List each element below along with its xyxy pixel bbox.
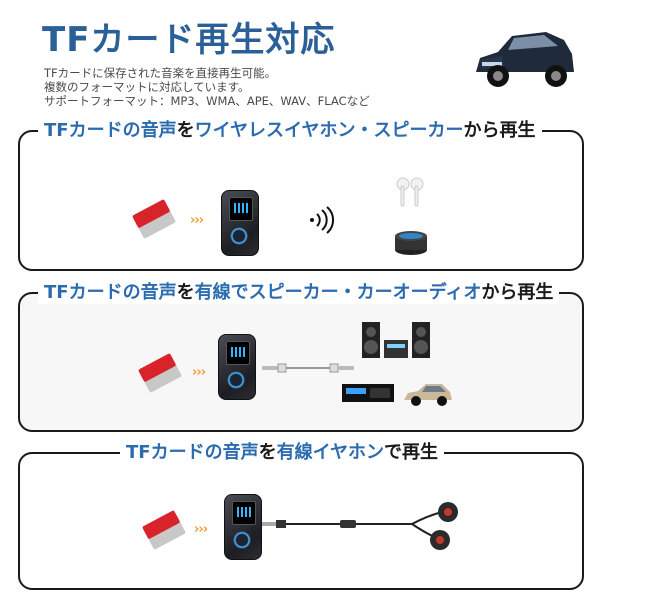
stereo-speakers-image	[362, 322, 430, 358]
panel-wireless: TFカードの音声をワイヤレスイヤホン・スピーカーから再生	[18, 120, 584, 271]
title-part: 有線でスピーカー・カーオーディオ	[194, 282, 482, 303]
sedan-car-image	[404, 384, 452, 406]
wireless-earbuds-image	[396, 177, 424, 207]
page-title: TFカード再生対応	[42, 20, 336, 60]
wifi-waves-icon	[310, 206, 334, 234]
car-stereo-image	[342, 384, 394, 402]
title-part: TFカードの音声	[44, 282, 177, 303]
wired-earphones-image	[262, 502, 458, 550]
panel-wired-earphone: TFカードの音声を有線イヤホンで再生	[18, 442, 584, 590]
title-part: ワイヤレスイヤホン・スピーカー	[194, 120, 464, 141]
smart-speaker-image	[395, 231, 427, 255]
title-part: を	[258, 442, 277, 463]
sd-card-icon	[142, 510, 186, 550]
aux-cable-image	[262, 363, 354, 373]
arrow-icon: ›››	[192, 365, 206, 380]
title-part: で再生	[384, 442, 439, 463]
description-line-3: サポートフォーマット：MP3、WMA、APE、WAV、FLACなど	[44, 94, 370, 108]
title-part: 有線イヤホン	[276, 442, 385, 463]
suv-car-image	[476, 32, 574, 87]
panel-wired-earphone-title: TFカードの音声を有線イヤホンで再生	[120, 442, 445, 464]
title-part: から再生	[463, 120, 536, 141]
description-line-1: TFカードに保存された音楽を直接再生可能。	[44, 66, 277, 80]
player-device-image	[218, 334, 256, 400]
panel-wired-speaker: TFカードの音声を有線でスピーカー・カーオーディオから再生	[18, 282, 584, 432]
sd-card-icon	[132, 199, 176, 239]
panel-wired-speaker-title: TFカードの音声を有線でスピーカー・カーオーディオから再生	[38, 282, 560, 304]
title-part: を	[176, 282, 195, 303]
title-part: から再生	[481, 282, 554, 303]
description-line-2: 複数のフォーマットに対応しています。	[44, 80, 250, 94]
arrow-icon: ›››	[194, 522, 208, 537]
arrow-icon: ›››	[190, 213, 204, 228]
sd-card-icon	[138, 353, 182, 393]
panel-wireless-title: TFカードの音声をワイヤレスイヤホン・スピーカーから再生	[38, 120, 542, 142]
player-device-image	[221, 190, 259, 256]
title-part: を	[176, 120, 195, 141]
title-part: TFカードの音声	[126, 442, 259, 463]
player-device-image	[224, 494, 262, 560]
title-part: TFカードの音声	[44, 120, 177, 141]
